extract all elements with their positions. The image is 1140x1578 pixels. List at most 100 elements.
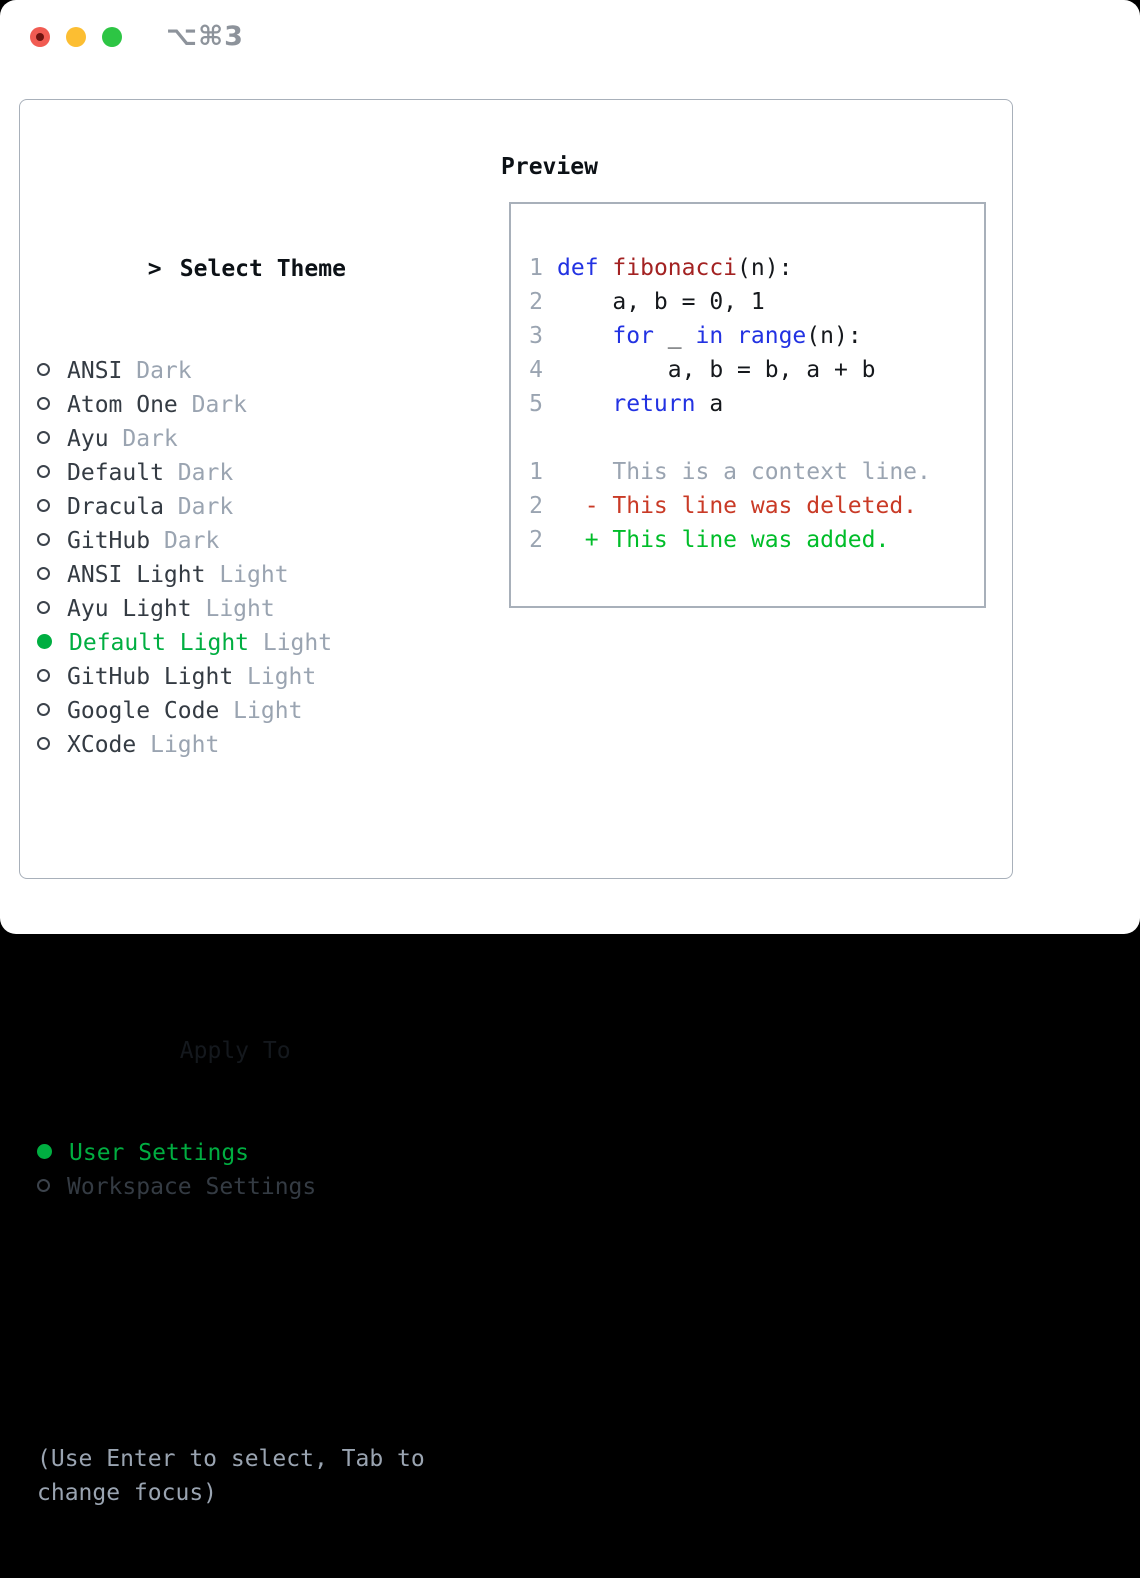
code-segment: return xyxy=(612,391,696,417)
theme-item-tag: Light xyxy=(191,596,275,622)
theme-item-name: Default xyxy=(67,460,164,486)
code-segment xyxy=(557,391,612,417)
code-segment: in xyxy=(695,323,724,349)
code-segment: range xyxy=(737,323,807,349)
theme-item-tag: Dark xyxy=(122,358,192,384)
theme-item-tag: Dark xyxy=(163,494,234,520)
theme-item-name: Default Light xyxy=(69,630,250,656)
selected-radio-icon xyxy=(37,634,52,649)
radio-icon xyxy=(37,669,50,682)
theme-item-tag: Light xyxy=(233,664,317,690)
minimize-button[interactable] xyxy=(66,27,86,47)
theme-item-tag: Dark xyxy=(108,426,178,452)
code-segment: fibonacci xyxy=(612,255,738,281)
theme-item[interactable]: ANSI Dark xyxy=(37,354,437,388)
radio-icon xyxy=(37,703,50,716)
code-segment: (n): xyxy=(806,323,862,349)
theme-item[interactable]: GitHub Dark xyxy=(37,524,437,558)
desktop: { "window": { "shortcut_label": "⌥⌘3" },… xyxy=(0,0,1140,1506)
code-line: 3 for _ in range(n): xyxy=(529,319,984,353)
theme-item-name: ANSI xyxy=(67,358,123,384)
radio-icon xyxy=(37,431,50,444)
code-segment: def xyxy=(557,255,599,281)
theme-item-name: GitHub Light xyxy=(67,664,234,690)
theme-item-tag: Light xyxy=(219,698,303,724)
code-segment: _ xyxy=(653,323,696,349)
apply-to-title: Apply To xyxy=(179,1038,291,1064)
line-number: 2 xyxy=(529,493,543,519)
code-line: 1 This is a context line. xyxy=(529,455,984,489)
apply-to-header-row: Apply To xyxy=(37,1000,437,1064)
theme-item-tag: Light xyxy=(249,630,333,656)
code-line xyxy=(529,421,984,455)
line-number: 4 xyxy=(529,357,543,383)
window-titlebar: ⌥⌘3 xyxy=(0,0,1140,76)
radio-icon xyxy=(37,737,50,750)
theme-item[interactable]: Default Light Light xyxy=(37,626,437,660)
line-number: 5 xyxy=(529,391,543,417)
theme-item[interactable]: Dracula Dark xyxy=(37,490,437,524)
theme-item-name: GitHub xyxy=(67,528,151,554)
apply-to-option-name: User Settings xyxy=(69,1140,250,1166)
code-line: 2 - This line was deleted. xyxy=(529,489,984,523)
theme-item[interactable]: Ayu Light Light xyxy=(37,592,437,626)
radio-icon xyxy=(37,363,50,376)
theme-item[interactable]: GitHub Light Light xyxy=(37,660,437,694)
select-theme-header-row: > Select Theme xyxy=(37,218,437,282)
theme-item[interactable]: Atom One Dark xyxy=(37,388,437,422)
theme-item[interactable]: Ayu Dark xyxy=(37,422,437,456)
theme-item-tag: Light xyxy=(136,732,220,758)
theme-item[interactable]: Google Code Light xyxy=(37,694,437,728)
theme-item[interactable]: ANSI Light Light xyxy=(37,558,437,592)
prompt-caret-icon: > xyxy=(147,256,162,282)
apply-to-option[interactable]: User Settings xyxy=(37,1136,437,1170)
apply-to-option[interactable]: Workspace Settings xyxy=(37,1170,437,1204)
code-line: 1 def fibonacci(n): xyxy=(529,251,984,285)
theme-item-name: Atom One xyxy=(67,392,178,418)
keyboard-hint-text: (Use Enter to select, Tab to change focu… xyxy=(37,1446,439,1506)
theme-item[interactable]: Default Dark xyxy=(37,456,437,490)
code-line: 4 a, b = b, a + b xyxy=(529,353,984,387)
preview-title: Preview xyxy=(501,154,598,180)
line-number: 1 xyxy=(529,255,543,281)
list-gap xyxy=(37,1306,437,1340)
selected-radio-icon xyxy=(37,1144,52,1159)
line-number: 3 xyxy=(529,323,543,349)
theme-item-tag: Dark xyxy=(150,528,220,554)
code-segment xyxy=(723,323,737,349)
theme-item-name: Ayu Light xyxy=(67,596,192,622)
apply-to-option-name: Workspace Settings xyxy=(67,1174,317,1200)
code-segment: - This line was deleted. xyxy=(557,493,918,519)
line-number: 2 xyxy=(529,527,543,553)
theme-item-name: ANSI Light xyxy=(67,562,206,588)
line-number: 2 xyxy=(529,289,543,315)
code-segment: (n): xyxy=(737,255,793,281)
radio-icon xyxy=(37,397,50,410)
theme-item-name: Ayu xyxy=(67,426,109,452)
radio-icon xyxy=(37,1179,50,1192)
radio-icon xyxy=(37,601,50,614)
code-segment xyxy=(599,255,613,281)
theme-item-tag: Dark xyxy=(163,460,234,486)
code-segment: a xyxy=(695,391,724,417)
radio-icon xyxy=(37,533,50,546)
radio-icon xyxy=(37,567,50,580)
code-line: 2 a, b = 0, 1 xyxy=(529,285,984,319)
maximize-button[interactable] xyxy=(102,27,122,47)
theme-item-tag: Dark xyxy=(177,392,248,418)
select-theme-title: Select Theme xyxy=(179,256,346,282)
theme-item[interactable]: XCode Light xyxy=(37,728,437,762)
code-line: 5 return a xyxy=(529,387,984,421)
radio-icon xyxy=(37,499,50,512)
code-segment: a, b = 0, 1 xyxy=(557,289,765,315)
list-gap xyxy=(37,864,437,898)
close-button-dot-icon xyxy=(36,33,44,41)
close-button[interactable] xyxy=(30,27,50,47)
